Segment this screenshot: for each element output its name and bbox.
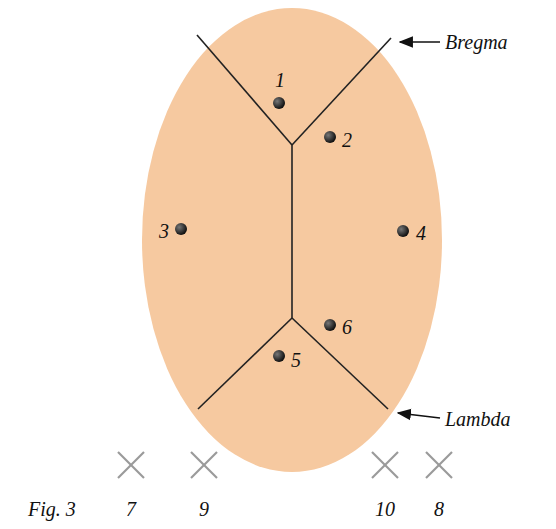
callout-number: 10 [375, 499, 395, 519]
callout-number: 2 [342, 130, 352, 150]
callout-number: 4 [416, 223, 426, 243]
callout-number: 3 [159, 221, 169, 241]
landmark-label: Lambda [445, 409, 511, 429]
callout-number: 7 [126, 499, 136, 519]
callout-number: 1 [275, 70, 285, 90]
callout-number: 5 [291, 350, 301, 370]
skull-outline [142, 8, 442, 472]
leader-arrows [398, 42, 440, 418]
suture-lines [197, 35, 391, 409]
cross-marks [118, 452, 452, 478]
callout-number: 6 [342, 317, 352, 337]
landmark-label: Bregma [445, 32, 508, 52]
figure-caption: Fig. 3 [28, 499, 76, 519]
callout-number: 8 [434, 499, 444, 519]
callout-number: 9 [199, 499, 209, 519]
point-dots [175, 97, 409, 362]
